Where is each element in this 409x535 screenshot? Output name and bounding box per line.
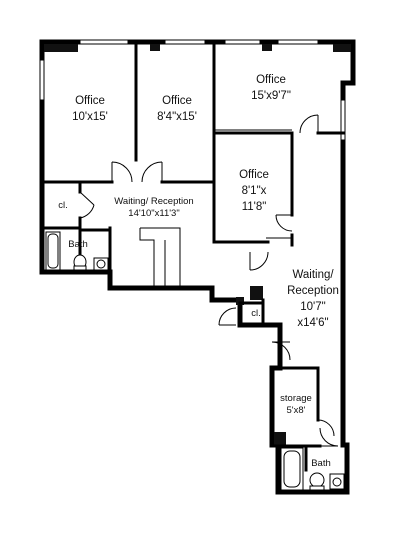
room-name: Office xyxy=(75,95,105,107)
windows xyxy=(39,39,346,141)
room-dims: 5'x8' xyxy=(287,405,306,416)
room-name: Office xyxy=(256,74,286,86)
office-1: Office 10'x15' xyxy=(72,95,108,123)
room-name: Waiting/ Reception xyxy=(114,196,193,207)
closet-2-label: cl. xyxy=(251,308,261,319)
structural-columns xyxy=(44,44,351,446)
bath-2-fixtures xyxy=(280,447,345,491)
closet-1-label: cl. xyxy=(58,200,68,211)
bath-1-fixtures xyxy=(45,231,109,271)
doors xyxy=(79,114,339,447)
office-3: Office 15'x9'7" xyxy=(251,74,291,102)
waiting-reception-1: Waiting/ Reception 14'10"x11'3" xyxy=(114,196,193,219)
room-dims-line2: 11'8" xyxy=(242,201,267,213)
room-dims-line1: 8'1"x xyxy=(242,185,267,197)
room-name-line1: Waiting/ xyxy=(292,269,334,281)
room-dims: 10'x15' xyxy=(72,111,108,123)
room-name: storage xyxy=(280,393,312,404)
room-dims: 15'x9'7" xyxy=(251,90,291,102)
reception-counter xyxy=(139,227,181,286)
bath-1-label: Bath xyxy=(68,239,88,250)
storage-room: storage 5'x8' xyxy=(280,393,312,416)
interior-walls xyxy=(42,42,345,472)
room-name: Office xyxy=(239,169,269,181)
room-dims-line2: x14'6" xyxy=(297,317,328,329)
office-2: Office 8'4"x15' xyxy=(157,95,197,123)
exterior-wall xyxy=(39,39,356,495)
office-4: Office 8'1"x 11'8" xyxy=(239,169,269,213)
room-dims-line1: 10'7" xyxy=(300,301,325,313)
room-name-line2: Reception xyxy=(287,285,339,297)
room-name: Office xyxy=(162,95,192,107)
bath-2-label: Bath xyxy=(311,458,331,469)
room-dims: 14'10"x11'3" xyxy=(128,208,179,219)
waiting-reception-2: Waiting/ Reception 10'7" x14'6" xyxy=(287,269,339,329)
room-dims: 8'4"x15' xyxy=(157,111,197,123)
